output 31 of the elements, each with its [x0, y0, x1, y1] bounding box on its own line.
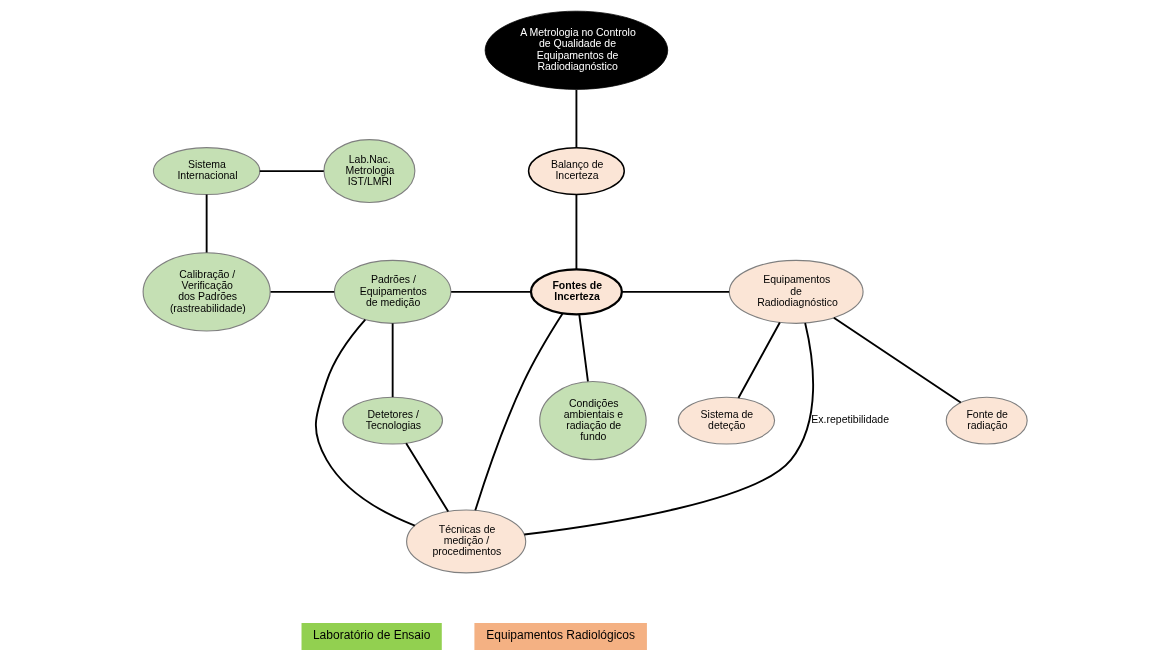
connector — [574, 88, 577, 149]
connector — [737, 321, 781, 399]
node-ellipse: Sistema Internacional — [152, 147, 260, 196]
connector — [522, 321, 814, 536]
connector — [473, 312, 564, 512]
connector — [832, 316, 962, 404]
node-ellipse: Lab.Nac. Metrologia IST/LMRI — [322, 139, 415, 204]
connector — [620, 290, 730, 293]
connector — [391, 322, 394, 399]
node-ellipse: Padrões / Equipamentos de medição — [333, 259, 451, 324]
legend-label: Equipamentos Radiológicos — [485, 628, 635, 643]
connector — [577, 313, 589, 383]
node-ellipse: Detetores / Tecnologias — [341, 396, 443, 445]
connector — [205, 193, 208, 254]
node-ellipse: Fontes de Incerteza — [529, 268, 623, 316]
connector — [574, 193, 577, 271]
edge-label: Ex.repetibilidade — [810, 413, 889, 426]
connector — [449, 290, 532, 293]
node-ellipse: Técnicas de medição / procedimentos — [405, 509, 526, 574]
node-ellipse: Condições ambientais e radiação de fundo — [538, 380, 647, 461]
node-ellipse: Fonte de radiação — [945, 396, 1028, 445]
connector — [404, 442, 449, 513]
legend-label: Laboratório de Ensaio — [312, 628, 430, 643]
node-ellipse: A Metrologia no Controlo de Qualidade de Equipamentos de Radiodiagnóstico — [484, 10, 668, 90]
connector — [269, 290, 335, 293]
node-ellipse: Balanço de Incerteza — [527, 146, 625, 196]
node-ellipse: Equipamentos de Radiodiagnóstico — [728, 259, 864, 324]
node-ellipse: Sistema de deteção — [677, 396, 775, 445]
node-ellipse: Calibração / Verificação dos Padrões (rastreabilidade) — [142, 252, 271, 332]
connector — [258, 170, 325, 172]
connector — [314, 318, 416, 527]
